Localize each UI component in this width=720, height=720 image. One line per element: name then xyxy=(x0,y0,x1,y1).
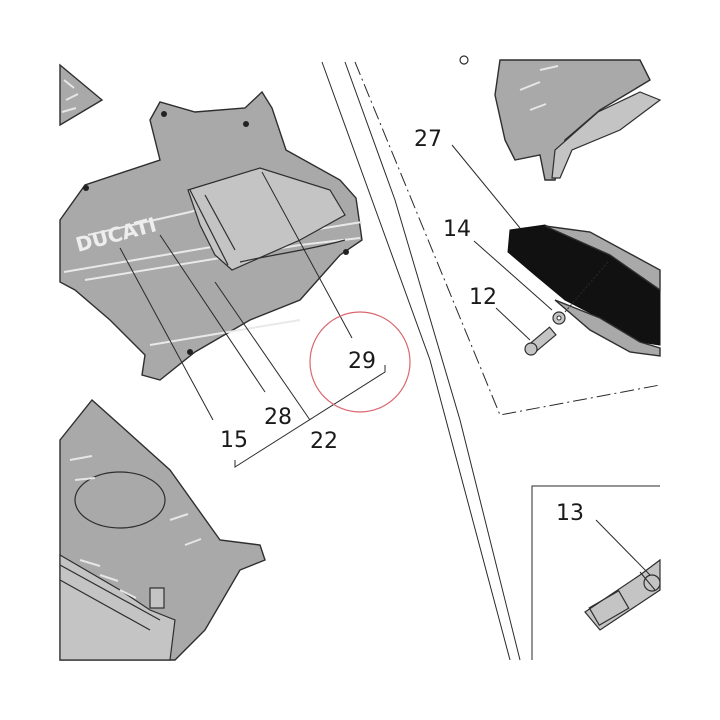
highlight-circle xyxy=(309,311,411,413)
fairing-corner-top-left xyxy=(59,63,104,127)
callout-29: 29 xyxy=(348,349,376,374)
black-grab-handle xyxy=(507,224,661,357)
leader-lines xyxy=(119,144,651,576)
callout-13: 13 xyxy=(556,501,584,526)
washer-14 xyxy=(552,311,566,325)
callout-12: 12 xyxy=(469,285,497,310)
side-fairing-panel xyxy=(59,90,363,381)
callout-28: 28 xyxy=(264,405,292,430)
detail-inset-box xyxy=(531,485,661,660)
lower-fairing-panel xyxy=(59,398,266,661)
callout-14: 14 xyxy=(443,217,471,242)
upper-fairing-bracket xyxy=(459,55,662,181)
callout-27: 27 xyxy=(414,127,442,152)
bolt-12 xyxy=(524,326,557,356)
callout-15: 15 xyxy=(220,428,248,453)
callout-22: 22 xyxy=(310,429,338,454)
